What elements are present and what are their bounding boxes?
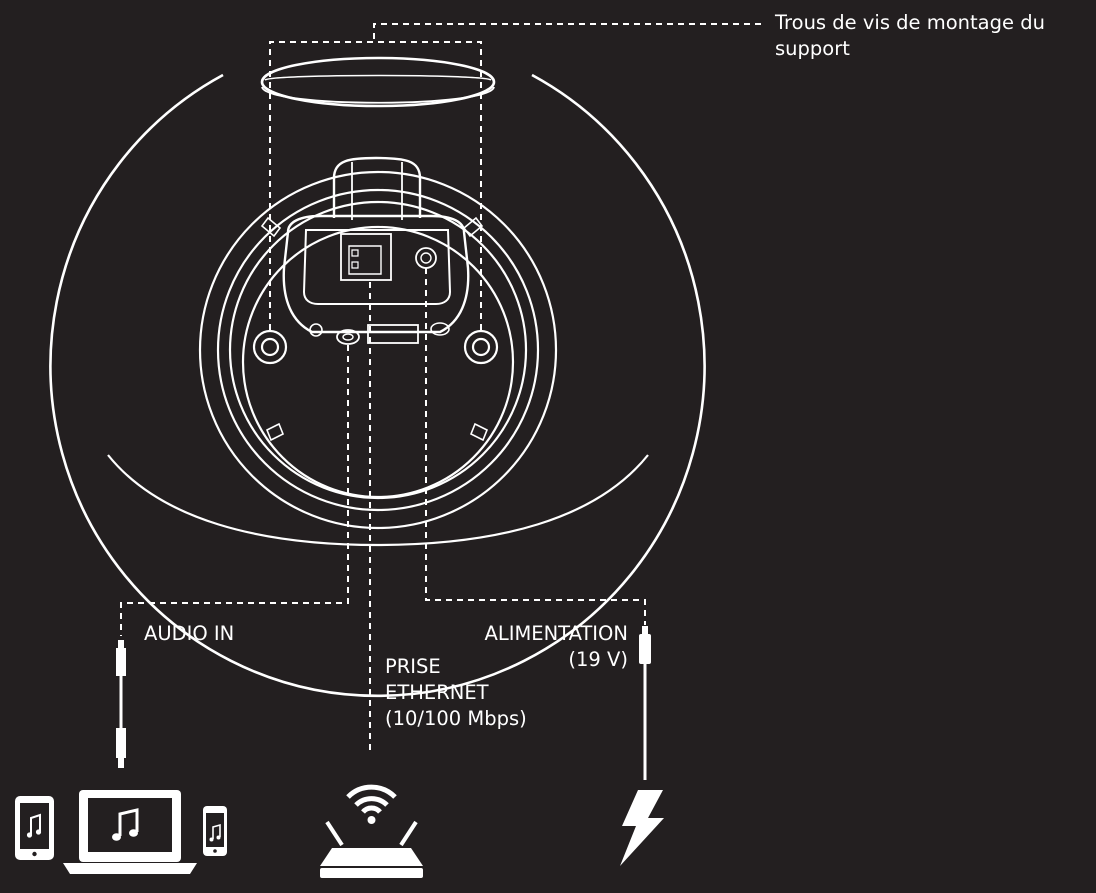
- speaker-handle: [332, 156, 422, 220]
- connector-panel: [282, 214, 470, 345]
- ethernet-label-line2: ETHERNET: [385, 681, 489, 704]
- power-leader: [425, 268, 646, 625]
- power-cable: [639, 626, 651, 780]
- leader-lines: [120, 23, 761, 750]
- audio-in-label: AUDIO IN: [144, 622, 235, 645]
- wifi-router-icon: [320, 784, 423, 878]
- phone-music-icon: [203, 806, 227, 856]
- ethernet-label-line3: (10/100 Mbps): [385, 707, 527, 730]
- mount-screw-holes: [252, 329, 499, 365]
- power-label: ALIMENTATION (19 V): [484, 621, 628, 673]
- plate-clips: [260, 216, 489, 442]
- mount-holes-leader: [373, 23, 761, 42]
- ethernet-label: PRISE ETHERNET (10/100 Mbps): [385, 654, 527, 732]
- speaker-body: [49, 56, 706, 698]
- ethernet-label-line1: PRISE: [385, 655, 441, 678]
- mount-holes-left-leader: [269, 41, 482, 330]
- laptop-music-icon: [63, 790, 197, 874]
- lightning-icon: [620, 790, 664, 866]
- audio-cable: [116, 640, 126, 768]
- speaker-back-rings: [198, 170, 558, 530]
- power-label-line2: (19 V): [568, 648, 628, 671]
- mount-holes-label-line1: Trous de vis de montage du: [775, 11, 1045, 34]
- mount-holes-label-line2: support: [775, 37, 850, 60]
- power-label-line1: ALIMENTATION: [484, 622, 628, 645]
- mount-holes-label: Trous de vis de montage du support: [775, 10, 1045, 62]
- tablet-music-icon: [15, 796, 54, 860]
